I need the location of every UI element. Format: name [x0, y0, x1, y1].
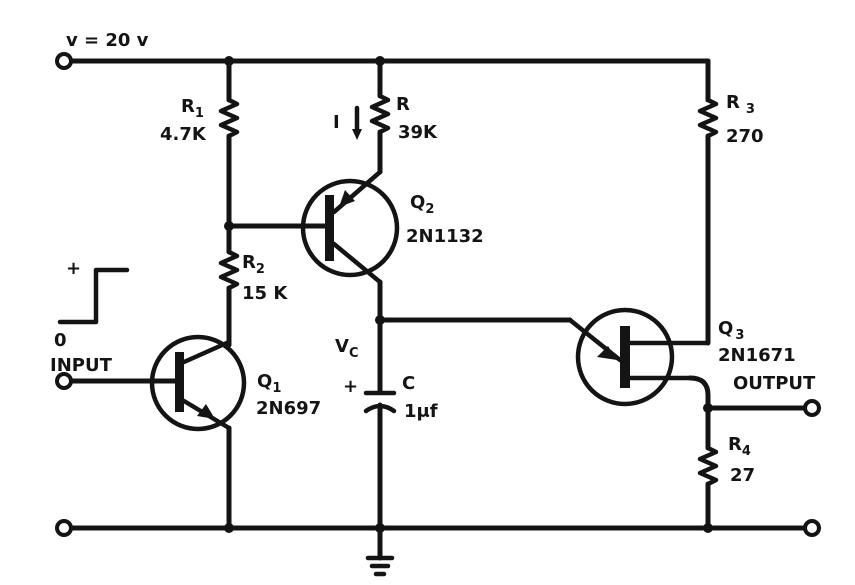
q1-name: Q1	[257, 371, 281, 396]
q1-emitter-arrow	[197, 404, 215, 419]
supply-terminal	[55, 52, 73, 70]
resistor-r4	[697, 445, 719, 487]
q3-bar	[620, 326, 630, 388]
r1-name: R1	[181, 96, 204, 121]
r3-value: 270	[726, 126, 764, 147]
input-step-low: 0	[54, 330, 67, 351]
capacitor-polarity: +	[343, 376, 358, 397]
wire	[687, 375, 711, 451]
supply-label: v = 20 v	[66, 30, 149, 51]
transistor-q3	[575, 307, 675, 407]
capacitor-value: 1μf	[404, 401, 438, 422]
q2-emitter-arrow	[339, 190, 355, 207]
input-step-high: +	[66, 258, 81, 279]
resistor-r1	[218, 97, 240, 139]
ground-terminal-right	[803, 519, 821, 537]
r-name: R	[396, 94, 410, 115]
ground-terminal-left	[55, 519, 73, 537]
resistor-r3	[697, 97, 719, 139]
r4-value: 27	[730, 465, 755, 486]
q2-part: 2N1132	[406, 226, 484, 247]
q1-collector	[181, 339, 232, 365]
input-terminal	[55, 372, 73, 390]
q3-emitter-arrow	[597, 346, 617, 360]
input-step-waveform	[57, 267, 130, 325]
input-label: INPUT	[50, 355, 113, 376]
r-value: 39K	[398, 122, 438, 143]
capacitor-voltage-label: VC	[335, 336, 358, 361]
r4-name: R4	[728, 434, 751, 459]
q1-base-bar	[175, 352, 184, 412]
r1-value: 4.7K	[160, 124, 207, 145]
q2-name: Q2	[410, 192, 434, 217]
r2-value: 15 K	[242, 283, 288, 304]
transistor-q2	[300, 178, 400, 278]
r2-name: R2	[242, 252, 265, 277]
current-arrowhead	[352, 129, 362, 140]
capacitor-name: C	[402, 373, 415, 394]
q1-part: 2N697	[256, 398, 321, 419]
current-label: I	[333, 112, 340, 133]
output-terminal	[803, 399, 821, 417]
q2-base-bar	[325, 195, 334, 261]
q3-part: 2N1671	[718, 345, 796, 366]
output-label: OUTPUT	[733, 373, 816, 394]
q2-collector	[331, 241, 383, 285]
resistor-r	[369, 93, 391, 135]
resistor-r2	[218, 249, 240, 291]
